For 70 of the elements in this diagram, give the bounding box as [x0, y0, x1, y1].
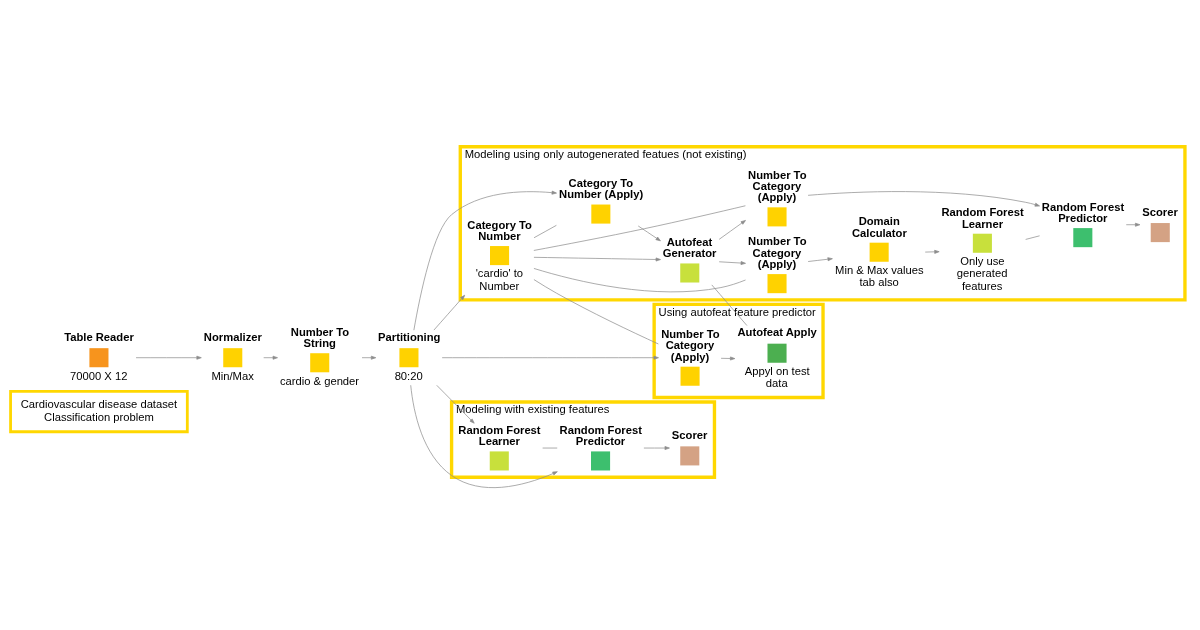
arrow — [410, 384, 558, 488]
node-label: Random Forest Learner — [941, 206, 1024, 230]
node-label: Random Forest Learner — [458, 424, 541, 448]
arrow — [263, 355, 278, 360]
node-box — [680, 446, 700, 466]
connector — [533, 205, 746, 251]
node-label: 'cardio' to Number — [475, 267, 524, 292]
node-box — [767, 207, 787, 227]
node-label: Appyl on test data — [744, 365, 810, 390]
arrow — [807, 191, 1040, 207]
node-label: Random Forest Predictor — [1041, 200, 1125, 224]
node-label: 70000 X 12 — [70, 369, 128, 382]
connector — [542, 447, 558, 449]
arrow — [718, 261, 746, 265]
arrow — [436, 384, 475, 424]
connector — [533, 224, 557, 239]
node-box — [680, 366, 700, 386]
arrow — [720, 356, 736, 361]
node-box — [869, 242, 889, 262]
node-box — [310, 353, 330, 373]
node-label: Autofeat Apply — [737, 326, 817, 339]
node-label: 80:20 — [394, 369, 423, 382]
node-box — [972, 233, 992, 253]
node-label: Number To Category (Apply) — [748, 235, 807, 270]
node-label: Number To String — [290, 325, 350, 350]
arrow — [643, 446, 670, 450]
node-box — [89, 348, 109, 368]
node-label: Scorer — [671, 429, 708, 442]
connector — [1025, 235, 1040, 240]
node-box: Cardiovascular disease dataset Classification problem — [9, 389, 189, 434]
node-box — [591, 451, 611, 471]
node-box — [1150, 223, 1170, 243]
arrow — [135, 355, 202, 360]
arrow — [807, 257, 833, 262]
node-box — [223, 348, 243, 368]
arrow — [637, 225, 661, 242]
node-label: Number To Category (Apply) — [661, 328, 720, 363]
node-label: Normalizer — [203, 330, 262, 343]
node-label: Min & Max values tab also — [835, 264, 924, 289]
arrow — [441, 355, 659, 360]
arrow — [718, 220, 746, 240]
node-label: Number To Category (Apply) — [748, 168, 807, 204]
arrow — [433, 294, 466, 331]
arrow — [924, 249, 940, 254]
arrow — [533, 256, 661, 262]
node-label: Random Forest Predictor — [559, 424, 642, 448]
node-box — [490, 246, 510, 266]
node-box — [680, 263, 700, 283]
node-box — [767, 343, 787, 363]
node-label: cardio & gender — [279, 374, 360, 387]
arrow — [1125, 222, 1141, 227]
node-box — [489, 451, 509, 471]
node-label: Min/Max — [211, 369, 254, 382]
connector — [533, 279, 659, 345]
node-box — [1073, 228, 1093, 248]
connector — [711, 284, 748, 326]
node-label: Scorer — [1142, 205, 1178, 218]
node-label: Category To Number — [467, 218, 532, 242]
node-box — [767, 274, 787, 294]
connector — [533, 268, 746, 293]
node-box — [399, 348, 419, 368]
node-label: Category To Number (Apply) — [559, 177, 644, 201]
node-label: Table Reader — [64, 330, 134, 343]
node-label: Only use generated features — [956, 255, 1008, 292]
node-label: Autofeat Generator — [662, 236, 717, 260]
arrow — [413, 190, 557, 331]
arrow — [361, 355, 377, 360]
node-label: Partitioning — [378, 330, 441, 343]
node-label: Domain Calculator — [851, 215, 907, 239]
node-box — [591, 204, 611, 224]
